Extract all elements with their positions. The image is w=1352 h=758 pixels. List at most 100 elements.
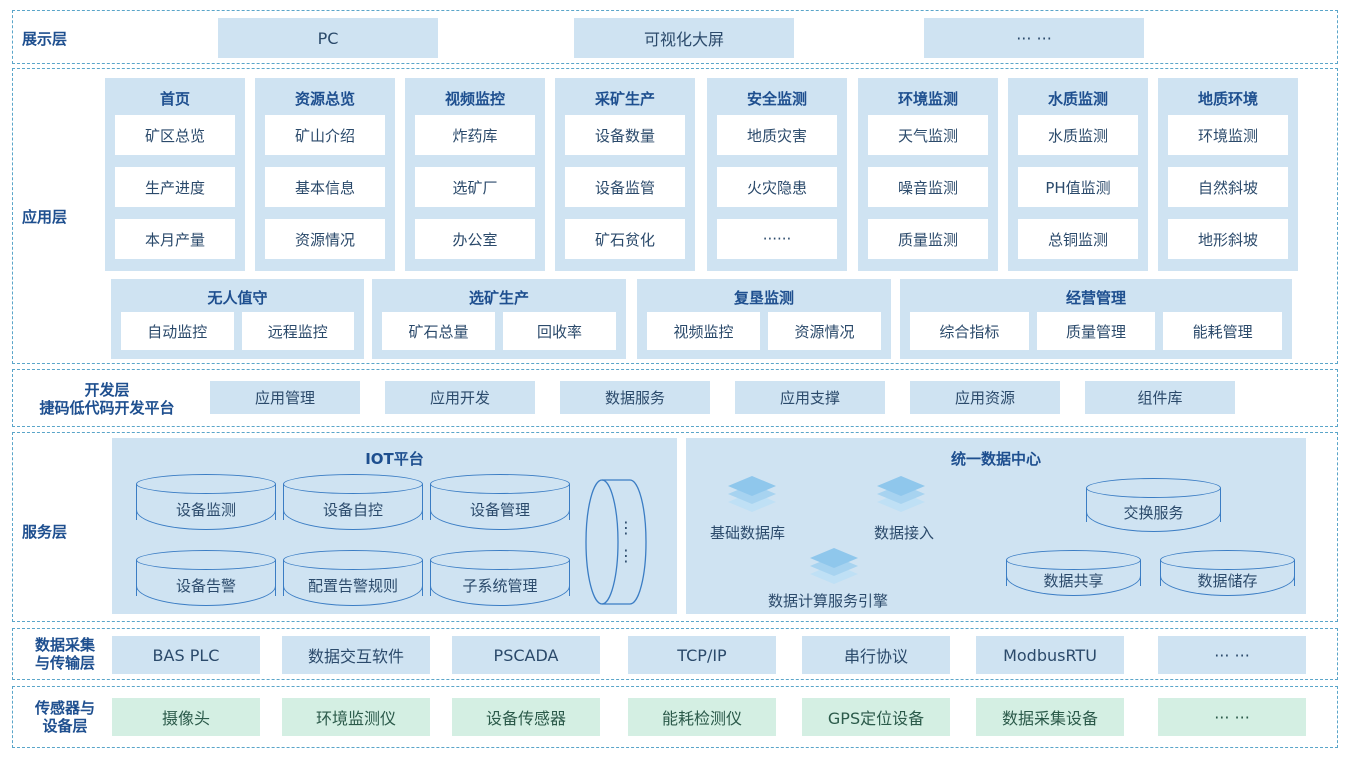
cylinder-top bbox=[1006, 550, 1141, 570]
app-group2-item[interactable]: 回收率 bbox=[503, 312, 616, 350]
dev-item[interactable]: 数据服务 bbox=[560, 381, 710, 414]
dev-item[interactable]: 应用开发 bbox=[385, 381, 535, 414]
collect-item[interactable]: BAS PLC bbox=[112, 636, 260, 674]
app-group2-1: 选矿生产矿石总量回收率 bbox=[372, 279, 626, 359]
cylinder-label: 设备告警 bbox=[175, 576, 236, 595]
app-group-item[interactable]: 办公室 bbox=[415, 219, 535, 259]
cylinder-top bbox=[1160, 550, 1295, 570]
app-group2-item[interactable]: 自动监控 bbox=[121, 312, 234, 350]
app-group-title: 资源总览 bbox=[294, 90, 355, 108]
stack-base-db[interactable] bbox=[724, 476, 780, 516]
iot-item-0[interactable]: 设备监测 bbox=[136, 474, 276, 530]
iot-more-cylinder-shape bbox=[585, 479, 647, 605]
cylinder-body bbox=[1160, 560, 1295, 586]
app-group2-item[interactable]: 能耗管理 bbox=[1163, 312, 1282, 350]
app-group-item[interactable]: 矿区总览 bbox=[115, 115, 235, 155]
app-group-title: 首页 bbox=[159, 90, 190, 108]
iot-item-1[interactable]: 设备自控 bbox=[283, 474, 423, 530]
dev-item[interactable]: 应用资源 bbox=[910, 381, 1060, 414]
sensor-layer-label: 传感器与 设备层 bbox=[20, 699, 110, 735]
cylinder-top bbox=[283, 474, 423, 494]
app-group-item[interactable]: 基本信息 bbox=[265, 167, 385, 207]
data-center-title: 统一数据中心 bbox=[950, 450, 1041, 468]
cylinder-label: 设备管理 bbox=[469, 500, 530, 519]
app-group2-title: 选矿生产 bbox=[468, 289, 529, 307]
dev-layer-label-line2: 捷码低代码开发平台 bbox=[39, 399, 175, 417]
app-group-item[interactable]: 质量监测 bbox=[868, 219, 988, 259]
sensor-item[interactable]: 设备传感器 bbox=[452, 698, 600, 736]
app-group2-item[interactable]: 资源情况 bbox=[768, 312, 881, 350]
app-group-item[interactable]: 矿山介绍 bbox=[265, 115, 385, 155]
cylinder-top bbox=[283, 550, 423, 570]
sensor-item[interactable]: 环境监测仪 bbox=[282, 698, 430, 736]
cylinder-body bbox=[430, 484, 570, 520]
app-group-item[interactable]: 地质灾害 bbox=[717, 115, 837, 155]
app-group2-item[interactable]: 质量管理 bbox=[1036, 312, 1156, 350]
app-group2-3: 经营管理综合指标质量管理能耗管理 bbox=[900, 279, 1292, 359]
app-group-item[interactable]: 自然斜坡 bbox=[1168, 167, 1288, 207]
collect-item[interactable]: 数据交互软件 bbox=[282, 636, 430, 674]
app-group-item[interactable]: 炸药库 bbox=[415, 115, 535, 155]
iot-item-4[interactable]: 配置告警规则 bbox=[283, 550, 423, 606]
display-item-bigscreen[interactable]: 可视化大屏 bbox=[574, 18, 794, 58]
app-group-item[interactable]: 火灾隐患 bbox=[717, 167, 837, 207]
app-layer-label: 应用层 bbox=[22, 208, 68, 226]
cylinder-body bbox=[283, 560, 423, 596]
app-group-item[interactable]: 生产进度 bbox=[115, 167, 235, 207]
layers-icon bbox=[810, 548, 858, 584]
app-group-item[interactable]: 噪音监测 bbox=[868, 167, 988, 207]
sensor-item[interactable]: GPS定位设备 bbox=[802, 698, 950, 736]
app-group-item[interactable]: 选矿厂 bbox=[415, 167, 535, 207]
cylinder-top bbox=[1086, 478, 1221, 498]
iot-item-2[interactable]: 设备管理 bbox=[430, 474, 570, 530]
iot-platform-title: IOT平台 bbox=[365, 450, 424, 468]
app-group-item[interactable]: 水质监测 bbox=[1018, 115, 1138, 155]
collect-item[interactable]: TCP/IP bbox=[628, 636, 776, 674]
app-group-item[interactable]: 地形斜坡 bbox=[1168, 219, 1288, 259]
service-layer bbox=[12, 432, 1338, 622]
app-group-item[interactable]: 总铜监测 bbox=[1018, 219, 1138, 259]
app-group2-item[interactable]: 综合指标 bbox=[910, 312, 1029, 350]
layers-icon bbox=[877, 476, 925, 512]
sensor-item[interactable]: 摄像头 bbox=[112, 698, 260, 736]
iot-more-dots: ⋮⋮ bbox=[618, 518, 634, 565]
app-group2-item[interactable]: 矿石总量 bbox=[382, 312, 495, 350]
app-group-item[interactable]: PH值监测 bbox=[1018, 167, 1138, 207]
app-group2-item[interactable]: 远程监控 bbox=[241, 312, 354, 350]
app-group-item[interactable]: 设备监管 bbox=[565, 167, 685, 207]
app-group-item[interactable]: 天气监测 bbox=[868, 115, 988, 155]
stack-data-access-label: 数据接入 bbox=[874, 524, 935, 542]
sensor-item[interactable]: ··· ··· bbox=[1158, 698, 1306, 736]
dev-item[interactable]: 应用支撑 bbox=[735, 381, 885, 414]
collect-item[interactable]: PSCADA bbox=[452, 636, 600, 674]
app-group-item[interactable]: ······ bbox=[717, 219, 837, 259]
app-group2-item[interactable]: 视频监控 bbox=[647, 312, 760, 350]
dev-layer-label: 开发层 捷码低代码开发平台 bbox=[14, 381, 200, 417]
app-group-item[interactable]: 设备数量 bbox=[565, 115, 685, 155]
cylinder-top bbox=[430, 474, 570, 494]
dev-item[interactable]: 应用管理 bbox=[210, 381, 360, 414]
sensor-item[interactable]: 数据采集设备 bbox=[976, 698, 1124, 736]
collect-item[interactable]: 串行协议 bbox=[802, 636, 950, 674]
stack-compute-engine[interactable] bbox=[806, 548, 862, 588]
collect-item[interactable]: ModbusRTU bbox=[976, 636, 1124, 674]
display-item-more[interactable]: ··· ··· bbox=[924, 18, 1144, 58]
dev-layer-label-line1: 开发层 bbox=[84, 381, 130, 399]
dc-share[interactable]: 数据共享 bbox=[1006, 550, 1141, 596]
app-group-item[interactable]: 资源情况 bbox=[265, 219, 385, 259]
dev-layer bbox=[12, 369, 1338, 427]
iot-item-3[interactable]: 设备告警 bbox=[136, 550, 276, 606]
stack-data-access[interactable] bbox=[873, 476, 929, 516]
dc-exchange[interactable]: 交换服务 bbox=[1086, 478, 1221, 532]
app-group-item[interactable]: 矿石贫化 bbox=[565, 219, 685, 259]
dev-item[interactable]: 组件库 bbox=[1085, 381, 1235, 414]
sensor-item[interactable]: 能耗检测仪 bbox=[628, 698, 776, 736]
iot-item-5[interactable]: 子系统管理 bbox=[430, 550, 570, 606]
app-group-item[interactable]: 环境监测 bbox=[1168, 115, 1288, 155]
collect-item[interactable]: ··· ··· bbox=[1158, 636, 1306, 674]
app-group-item[interactable]: 本月产量 bbox=[115, 219, 235, 259]
display-item-pc[interactable]: PC bbox=[218, 18, 438, 58]
cylinder-body bbox=[136, 560, 276, 596]
stack-compute-engine-label: 数据计算服务引擎 bbox=[768, 592, 889, 610]
dc-storage[interactable]: 数据储存 bbox=[1160, 550, 1295, 596]
